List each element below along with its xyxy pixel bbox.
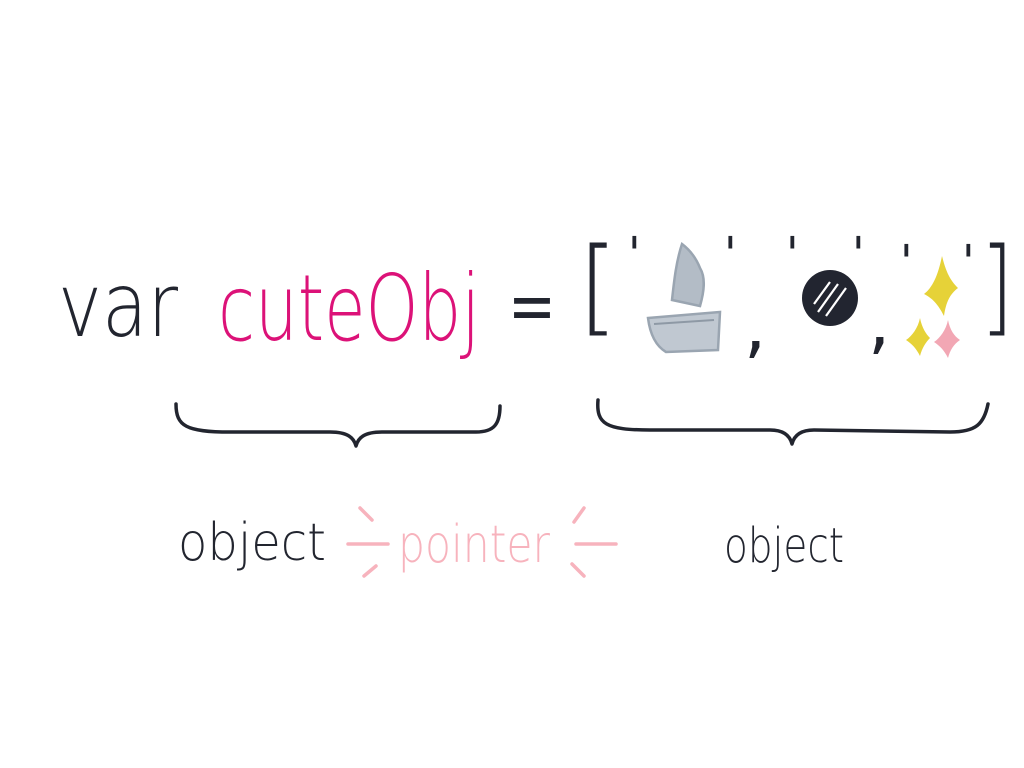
sailboat-icon: [646, 241, 722, 354]
quote-mark: ': [900, 235, 913, 289]
comma: ,: [868, 281, 890, 363]
left-brace: [174, 402, 502, 448]
quote-mark: ': [962, 235, 975, 289]
right-brace: [596, 398, 990, 446]
pointer-sparkle-marks: [346, 506, 618, 578]
sparkles-icon: [906, 256, 960, 358]
comma: ,: [744, 285, 766, 367]
label-object-left: object: [178, 513, 326, 573]
equals-sign: =: [508, 265, 556, 347]
variable-name: cuteObj: [218, 255, 480, 362]
quote-mark: ': [724, 227, 737, 281]
quote-mark: ': [852, 227, 865, 281]
label-pointer: pointer: [398, 515, 550, 575]
quote-mark: ': [786, 227, 799, 281]
label-object-right: object: [724, 518, 844, 574]
open-bracket: [: [578, 225, 618, 347]
black-ball-icon: [802, 270, 858, 326]
keyword-var: var: [58, 254, 179, 357]
quote-mark: ': [628, 227, 641, 281]
close-bracket: ]: [980, 225, 1014, 347]
